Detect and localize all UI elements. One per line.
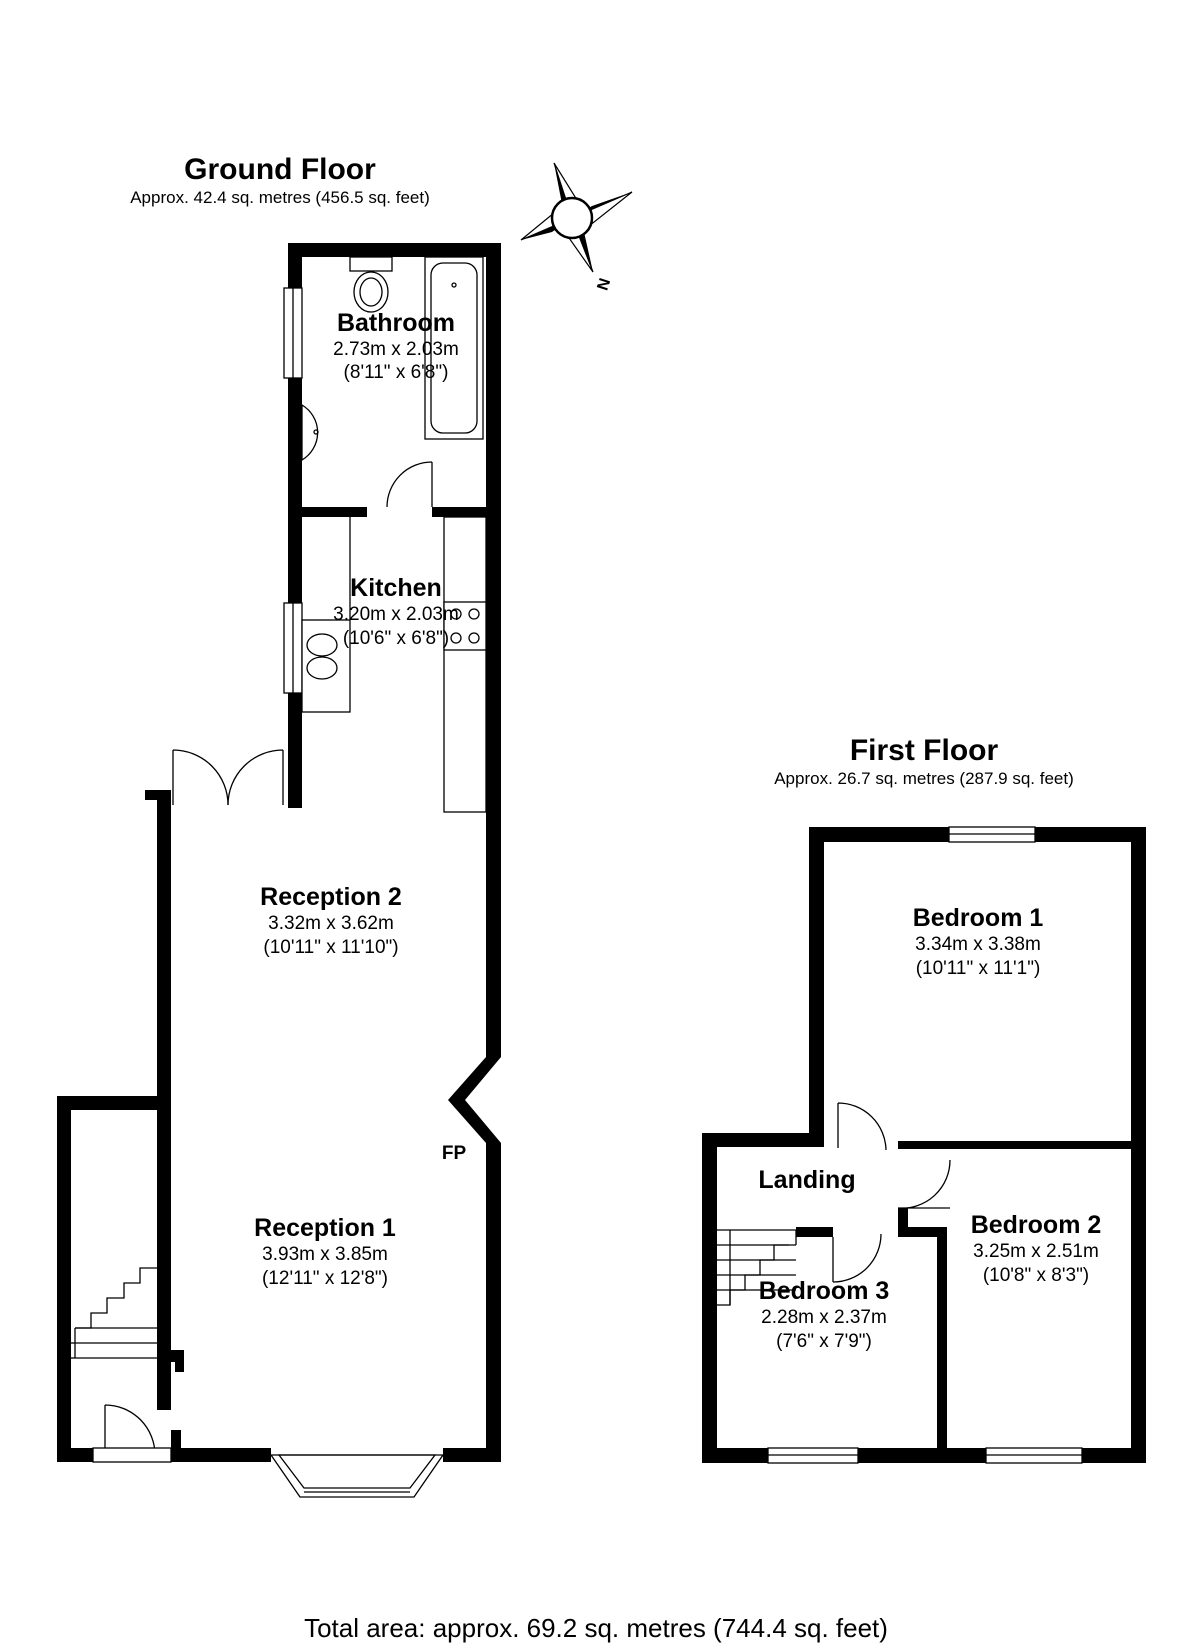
fireplace-label: FP <box>442 1143 467 1164</box>
room-dim-metric-reception-1: 3.93m x 3.85m <box>262 1244 388 1265</box>
room-dim-imperial-reception-2: (10'11" x 11'10") <box>263 937 398 958</box>
room-name-bedroom-1: Bedroom 1 <box>913 904 1044 932</box>
room-name-kitchen: Kitchen <box>350 574 442 602</box>
compass-north-label: N <box>595 276 615 292</box>
ground-floor-area: Approx. 42.4 sq. metres (456.5 sq. feet) <box>130 188 430 207</box>
ground-floor-windows <box>269 287 445 1498</box>
room-dim-metric-bedroom-2: 3.25m x 2.51m <box>973 1241 1099 1262</box>
room-name-bathroom: Bathroom <box>337 309 455 337</box>
room-dim-imperial-bedroom-2: (10'8" x 8'3") <box>983 1265 1089 1286</box>
room-dim-metric-bedroom-3: 2.28m x 2.37m <box>761 1307 887 1328</box>
room-dim-metric-bedroom-1: 3.34m x 3.38m <box>915 934 1041 955</box>
ground-floor-title: Ground Floor <box>184 153 376 186</box>
room-dim-imperial-bedroom-3: (7'6" x 7'9") <box>776 1331 872 1352</box>
ground-floor-fixtures <box>71 256 487 1359</box>
room-name-landing: Landing <box>758 1166 855 1194</box>
room-dim-imperial-bathroom: (8'11" x 6'8") <box>344 362 449 383</box>
room-dim-imperial-bedroom-1: (10'11" x 11'1") <box>916 958 1041 979</box>
room-name-bedroom-3: Bedroom 3 <box>759 1277 890 1305</box>
room-dim-metric-bathroom: 2.73m x 2.03m <box>333 339 459 360</box>
first-floor-windows <box>767 826 1083 1464</box>
ground-floor-doors <box>92 461 433 1463</box>
ground-floor-walls <box>57 243 501 1462</box>
first-floor-doors <box>717 1102 951 1306</box>
ground-floor-stairs <box>71 1267 157 1359</box>
first-floor-area: Approx. 26.7 sq. metres (287.9 sq. feet) <box>774 769 1074 788</box>
compass-rose-icon: N <box>520 162 633 293</box>
room-dim-metric-kitchen: 3.20m x 2.03m <box>333 604 459 625</box>
first-floor-plan: First Floor Approx. 26.7 sq. metres (287… <box>702 734 1146 1464</box>
room-name-reception-1: Reception 1 <box>254 1214 396 1242</box>
room-dim-imperial-reception-1: (12'11" x 12'8") <box>262 1268 388 1289</box>
room-dim-imperial-kitchen: (10'6" x 6'8") <box>343 628 449 649</box>
room-dim-metric-reception-2: 3.32m x 3.62m <box>268 913 394 934</box>
first-floor-title: First Floor <box>850 734 999 767</box>
room-name-reception-2: Reception 2 <box>260 883 402 911</box>
first-floor-stairs <box>717 1229 797 1306</box>
first-floor-walls <box>702 827 1146 1463</box>
ground-floor-plan: Ground Floor Approx. 42.4 sq. metres (45… <box>57 153 501 1498</box>
room-name-bedroom-2: Bedroom 2 <box>971 1211 1102 1239</box>
total-area: Total area: approx. 69.2 sq. metres (744… <box>304 1613 888 1643</box>
